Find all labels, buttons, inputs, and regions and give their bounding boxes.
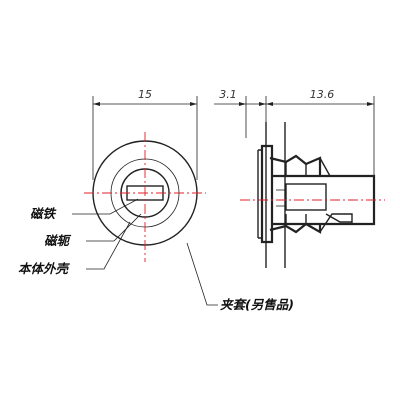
label-magnet: 磁铁 xyxy=(30,206,57,221)
inner-detail-step xyxy=(325,213,352,223)
clip-lower-tail xyxy=(319,213,353,233)
dimension-gap-label: 3.1 xyxy=(219,88,237,101)
arrowhead xyxy=(93,102,100,106)
side-view xyxy=(240,122,385,268)
leader-magnet xyxy=(72,198,139,215)
clip-upper-tail xyxy=(319,157,331,177)
clip-lower-finger xyxy=(269,222,322,234)
label-clip: 夹套(另售品) xyxy=(220,297,294,312)
arrowhead xyxy=(367,102,374,106)
arrowhead xyxy=(239,102,246,106)
leader-yoke xyxy=(86,213,142,242)
arrowhead xyxy=(190,102,197,106)
flange xyxy=(260,144,274,244)
flange-edge xyxy=(257,149,262,239)
leader-lines xyxy=(72,198,218,306)
dimension-depth-label: 13.6 xyxy=(310,88,335,101)
dimension-width-label: 15 xyxy=(138,88,152,101)
clip-upper-finger xyxy=(269,154,322,176)
dimension-group: 15 3.1 13.6 xyxy=(92,88,375,180)
arrowhead xyxy=(259,102,266,106)
leader-housing xyxy=(86,221,131,270)
label-yoke: 磁轭 xyxy=(44,233,72,248)
front-view xyxy=(84,132,206,262)
label-housing: 本体外壳 xyxy=(18,261,71,276)
inner-core xyxy=(285,183,327,211)
clip-lower-ribs xyxy=(285,214,307,226)
leader-clip xyxy=(186,242,218,306)
clip-upper-ribs xyxy=(285,162,307,176)
body-outline xyxy=(272,174,376,226)
